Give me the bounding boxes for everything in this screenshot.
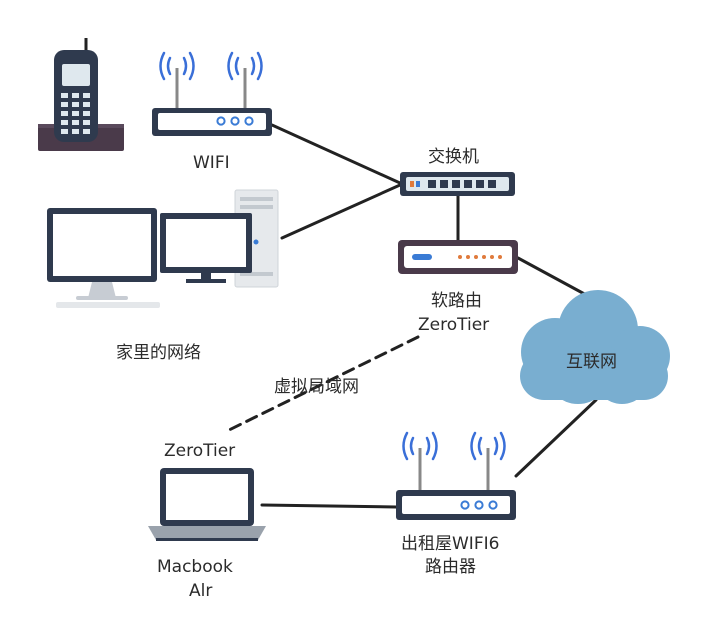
- wifi-label: WIFI: [193, 153, 230, 173]
- rental-router-label-line1: 出租屋WIFI6: [401, 534, 500, 554]
- link-cloud-wifi6: [514, 398, 598, 478]
- link-virtual-lan: [223, 335, 420, 434]
- link-pc-switch: [280, 183, 402, 240]
- imac-desktop-icon: [47, 208, 160, 308]
- internet-label: 互联网: [566, 352, 617, 372]
- wifi6-router-icon: [396, 431, 516, 520]
- laptop-zerotier-label: ZeroTier: [164, 441, 236, 461]
- cordless-phone-icon: [38, 38, 124, 151]
- laptop-label-line1: Macbook: [157, 557, 233, 577]
- laptop-icon: [148, 468, 266, 541]
- soft-router-icon: [398, 240, 518, 274]
- network-switch-icon: [400, 172, 515, 196]
- switch-label: 交换机: [428, 147, 479, 167]
- soft-router-label-line2: ZeroTier: [418, 315, 490, 335]
- home-network-label: 家里的网络: [116, 343, 201, 363]
- virtual-lan-label: 虚拟局域网: [274, 377, 359, 397]
- connections: [223, 123, 598, 509]
- link-softrouter-cloud: [516, 256, 592, 299]
- soft-router-label-line1: 软路由: [431, 291, 482, 311]
- rental-router-label-line2: 路由器: [425, 557, 476, 577]
- link-wifi-switch: [270, 123, 402, 185]
- wifi-router-icon: [152, 51, 272, 136]
- pc-tower-icon: [160, 189, 279, 288]
- cloud-icon: [520, 290, 670, 404]
- link-laptop-wifi6: [260, 503, 398, 509]
- laptop-label-line2: Alr: [189, 581, 213, 601]
